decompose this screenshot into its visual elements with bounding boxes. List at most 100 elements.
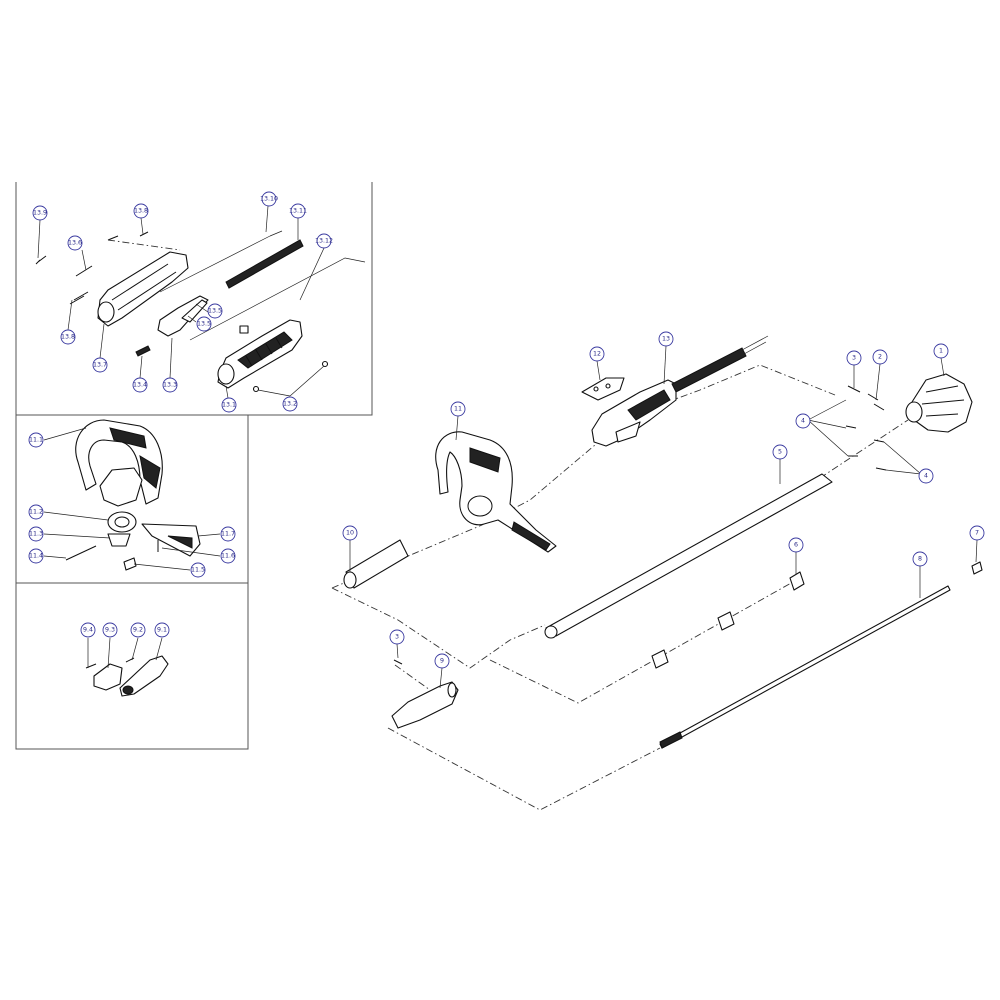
callout-13-11: 13.11 — [289, 203, 307, 219]
leader-13-9 — [37, 219, 41, 259]
gear-head-bore — [905, 401, 923, 423]
leader-11-4 — [43, 555, 67, 559]
callout-7: 7 — [969, 525, 985, 541]
callout-13: 13 — [658, 331, 674, 347]
callout-label: 13.6 — [68, 240, 82, 247]
callout-12: 12 — [589, 346, 605, 362]
clamp-body-9-1 — [119, 655, 169, 697]
switch-plate-hole-b — [605, 383, 611, 389]
callout-label: 13.5 — [197, 321, 211, 328]
main-parts — [343, 335, 983, 749]
leader-12 — [596, 360, 601, 381]
leader-11-6 — [161, 547, 221, 557]
leader-2 — [875, 363, 881, 401]
leader-9-1 — [155, 637, 163, 661]
nut-11-5 — [123, 557, 137, 571]
screws-top-13-8 — [107, 231, 149, 241]
callout-label: 9.2 — [133, 627, 143, 634]
callout-label: 6 — [794, 542, 798, 549]
callout-13-7: 13.7 — [92, 357, 108, 373]
leader-13-1 — [225, 385, 229, 399]
switch-plate-12 — [581, 377, 625, 401]
callout-9-1: 9.1 — [154, 622, 170, 638]
leader-13-6 — [81, 249, 87, 271]
assembly-line-grip-to-clamp — [331, 587, 546, 669]
loop-handle-assembled-collar — [467, 495, 493, 517]
callout-label: 5 — [778, 449, 782, 456]
callout-11-7: 11.7 — [220, 526, 236, 542]
leader-7 — [975, 539, 978, 563]
callout-13-8: 13.8 — [133, 203, 149, 219]
loop-handle-clamp — [99, 467, 143, 507]
loop-handle-grip-top — [109, 427, 147, 449]
callout-label: 4 — [801, 418, 805, 425]
loop-handle-assembled-grip — [469, 447, 501, 473]
bushing-a — [789, 571, 805, 591]
nut-13-2-b — [321, 360, 329, 368]
clamp-collar-bore — [114, 516, 130, 528]
clamp-half-9-3 — [93, 663, 123, 691]
callout-label: 13.8 — [134, 208, 148, 215]
callout-3-top: 3 — [846, 350, 862, 366]
callout-13-8-lower: 13.8 — [60, 329, 76, 345]
callout-label: 3 — [395, 634, 399, 641]
leader-lines — [37, 205, 978, 689]
screw-3-clamp — [393, 659, 403, 665]
loop-handle-assembled-barrier — [511, 521, 551, 551]
throttle-cable-sheath — [671, 347, 747, 393]
handle-half-right-boss — [217, 363, 235, 385]
assembly-line-shaft — [387, 727, 661, 811]
handle-grip-ribs — [245, 337, 283, 367]
handle-half-left — [97, 251, 189, 327]
callout-11-2: 11.2 — [28, 504, 44, 520]
callout-13-6: 13.6 — [67, 235, 83, 251]
leader-13-4 — [139, 355, 143, 379]
drive-shaft-square-end — [659, 731, 683, 749]
screw-13-9 — [35, 255, 47, 265]
frame-clamp-9-detail — [15, 582, 249, 750]
leader-13-5a — [187, 315, 197, 323]
callout-label: 13.12 — [315, 238, 333, 245]
callout-label: 2 — [878, 354, 882, 361]
leader-11-5 — [133, 563, 191, 571]
callout-label: 3 — [852, 355, 856, 362]
loop-handle-grip-side — [139, 455, 161, 489]
bushing-c — [651, 649, 669, 669]
leader-11-7 — [197, 533, 221, 537]
stop-wire — [189, 257, 366, 341]
callout-13-5-a: 13.5 — [196, 316, 212, 332]
leader-11 — [455, 415, 459, 441]
shaft-clamp-bore — [447, 682, 457, 698]
callout-label: 11.5 — [191, 567, 205, 574]
handle-half-left-boss — [97, 301, 115, 323]
leader-13-3 — [169, 337, 173, 379]
loop-handle-assembled — [435, 431, 557, 553]
callout-6: 6 — [788, 537, 804, 553]
screw-3-top — [847, 385, 861, 393]
callout-label: 9.4 — [83, 627, 93, 634]
callout-2: 2 — [872, 349, 888, 365]
leader-4b — [883, 441, 922, 475]
callout-4-right: 4 — [918, 468, 934, 484]
callout-9-3: 9.3 — [102, 622, 118, 638]
callout-3-clamp: 3 — [389, 629, 405, 645]
assembly-line-screw-3 — [394, 664, 431, 691]
callout-4-left: 4 — [795, 413, 811, 429]
callout-11-4: 11.4 — [28, 548, 44, 564]
callout-11-3: 11.3 — [28, 526, 44, 542]
callout-label: 1 — [939, 348, 943, 355]
callout-label: 13.11 — [289, 208, 307, 215]
shaft-clamp-9 — [391, 681, 459, 729]
callout-9-4: 9.4 — [80, 622, 96, 638]
screw-9-2 — [125, 657, 135, 663]
switch-plate-hole-a — [593, 386, 599, 392]
pin-13-4 — [135, 345, 151, 357]
stop-switch — [239, 325, 249, 334]
clamp-collar-11-2 — [107, 511, 137, 533]
clamp-bore — [122, 685, 134, 695]
throttle-handle-trigger — [615, 421, 641, 443]
leader-13-8b — [67, 299, 73, 331]
nut-13-2 — [252, 385, 260, 393]
callout-11-1: 11.1 — [28, 432, 44, 448]
drive-tube-end — [544, 625, 558, 639]
